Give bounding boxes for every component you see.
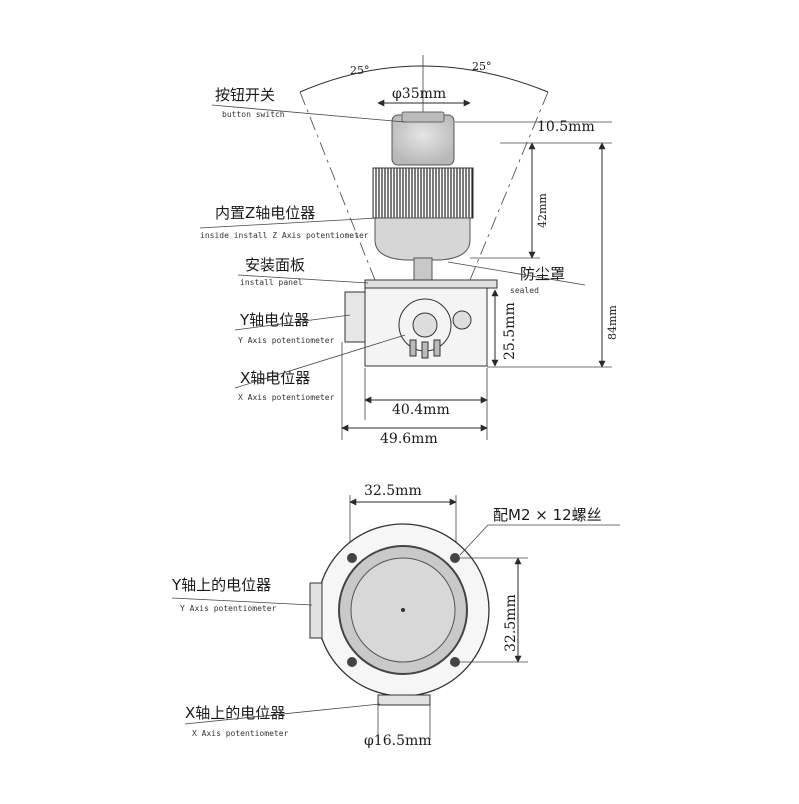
tilt-line-right <box>469 91 549 281</box>
button-switch-label-cn: 按钮开关 <box>215 86 275 104</box>
dim-42-label: 42mm <box>536 193 549 228</box>
y-pot-top-body <box>309 582 323 639</box>
panel-leader <box>237 274 369 284</box>
angle-left-label: 25° <box>350 64 370 77</box>
top-x-pot-label-cn: X轴上的电位器 <box>185 704 285 722</box>
tilt-line-left <box>299 91 376 281</box>
screw-tl <box>347 553 357 563</box>
dust-label-cn: 防尘罩 <box>520 265 565 283</box>
top-width-label: 32.5mm <box>364 483 422 499</box>
z-pot-leader <box>199 217 379 229</box>
side-view: 25° 25° φ35mm 按钮开关 button switch <box>199 55 619 447</box>
y-pot-label-en: Y Axis potentiometer <box>238 336 335 345</box>
pot-hub <box>412 312 438 338</box>
dust-leader <box>447 261 586 286</box>
x-pot-label-en: X Axis potentiometer <box>238 393 335 402</box>
x-pot-leader <box>234 334 406 389</box>
top-y-pot-label-en: Y Axis potentiometer <box>180 604 277 613</box>
button-switch-label-en: button switch <box>222 110 285 119</box>
y-pot-body <box>344 291 366 343</box>
y-pot-label-cn: Y轴电位器 <box>239 311 309 329</box>
knob-lower-body <box>374 217 471 261</box>
top-height-label: 32.5mm <box>503 594 519 652</box>
screw-br <box>450 657 460 667</box>
top-y-pot-label-cn: Y轴上的电位器 <box>171 576 271 594</box>
dim-25-label: 25.5mm <box>502 302 518 360</box>
pin-1 <box>409 339 417 357</box>
dust-label-en: sealed <box>510 286 539 295</box>
install-panel <box>364 279 498 289</box>
z-pot-label-cn: 内置Z轴电位器 <box>215 204 315 222</box>
button-top <box>401 111 445 123</box>
y-pot-leader <box>234 314 351 331</box>
screw-note: 配M2 × 12螺丝 <box>493 506 602 524</box>
tilt-arc <box>299 65 549 93</box>
screw-tr <box>450 553 460 563</box>
top-x-pot-leader <box>184 703 381 725</box>
panel-label-en: install panel <box>240 278 303 287</box>
z-pot-label-en: inside install Z Axis potentiometer <box>200 231 369 240</box>
dim-top-label: 10.5mm <box>537 119 595 135</box>
shaft-dia-label: φ16.5mm <box>364 733 432 749</box>
dim-84-label: 84mm <box>606 305 619 340</box>
x-pot-label-cn: X轴电位器 <box>240 369 310 387</box>
pin-2 <box>421 341 429 359</box>
panel-label-cn: 安装面板 <box>245 256 305 274</box>
angle-right-label: 25° <box>472 60 492 73</box>
knob-grip <box>372 167 474 219</box>
screw-bl <box>347 657 357 667</box>
x-pot-wheel <box>452 310 472 330</box>
top-x-pot-label-en: X Axis potentiometer <box>192 729 289 738</box>
x-pot-top-body <box>377 694 431 706</box>
top-view: 32.5mm 32.5mm 配M2 × 12螺丝 Y轴上的电位器 Y Axis … <box>171 483 620 749</box>
shaft <box>413 257 433 281</box>
button-switch-leader <box>211 104 406 123</box>
knob-dia-label: φ35mm <box>392 86 446 102</box>
width-inner-label: 40.4mm <box>392 402 450 418</box>
pin-3 <box>433 339 441 357</box>
center-dot <box>401 608 405 612</box>
top-y-pot-leader <box>171 597 313 606</box>
screw-leader-1 <box>459 524 489 556</box>
width-outer-label: 49.6mm <box>380 431 438 447</box>
